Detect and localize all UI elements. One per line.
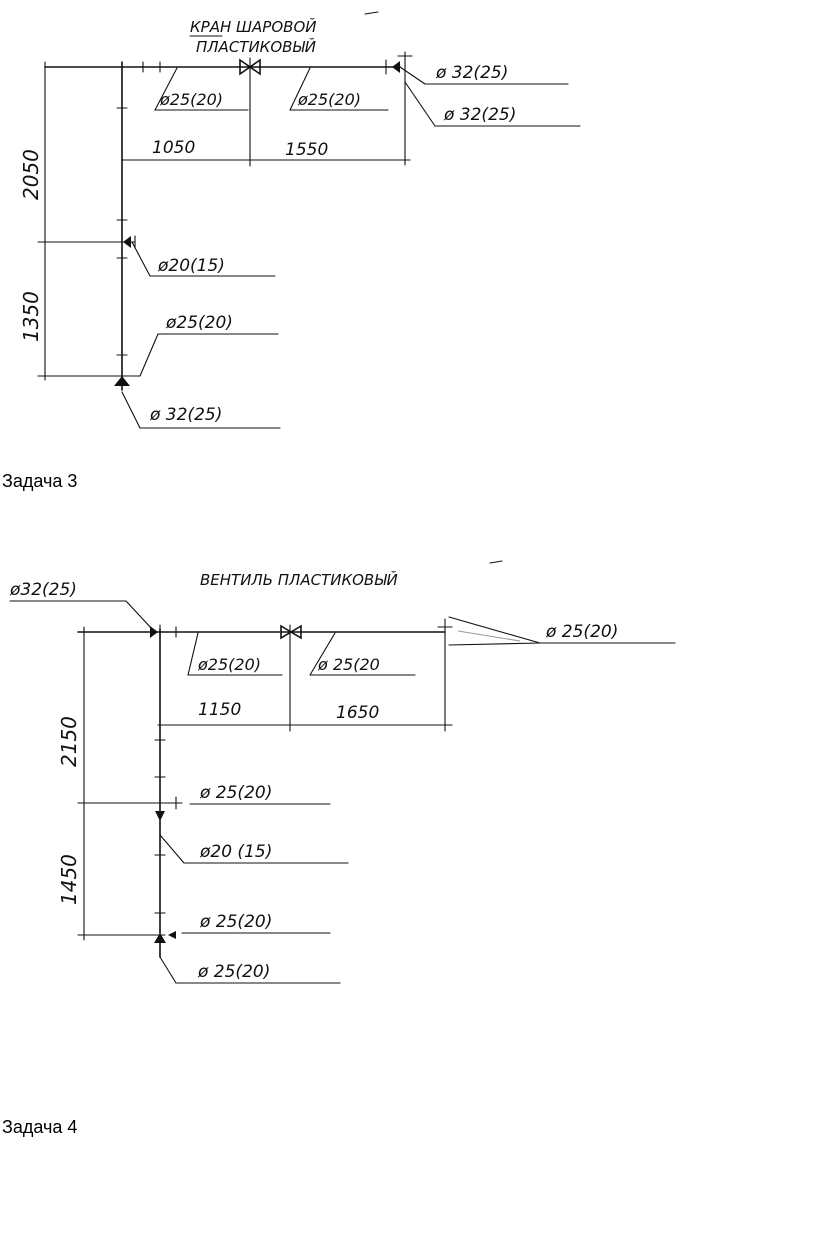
pipe-label-branch-middle: ø20(15): [157, 256, 225, 276]
leader-line: [131, 241, 151, 277]
valve-title-mark: [489, 560, 503, 564]
valve-symbol: [280, 624, 302, 640]
outlet-tap-icon: [392, 61, 400, 73]
down-tap-icon: [155, 811, 165, 821]
valve-title-line2: ПЛАСТИКОВЫЙ: [196, 37, 316, 56]
dim-vertical-lower: 1450: [57, 854, 81, 905]
pipe-scheme-task-3: КРАН ШАРОВОЙ ПЛАСТИКОВЫЙ ø25(20) ø25(20)…: [19, 11, 581, 429]
dim-horizontal-right: 1650: [336, 703, 379, 723]
leader-line: [187, 632, 199, 676]
bottom-branch-tap-icon: [154, 931, 176, 943]
valve-title-line1: КРАН ШАРОВОЙ: [190, 17, 316, 36]
pipe-scheme-task-4: ВЕНТИЛЬ ПЛАСТИКОВЫЙ ø32(25) ø 25(20) ø25…: [9, 560, 676, 984]
pipe-label-outlet-upper: ø 32(25): [435, 63, 508, 83]
pipe-label-bottom: ø 25(20): [197, 962, 270, 982]
leader-line: [139, 333, 159, 377]
dim-vertical-lower: 1350: [19, 291, 43, 342]
leader-line: [154, 67, 178, 111]
branch-tap-icon: [123, 235, 136, 249]
leader-line: [121, 391, 141, 429]
pipe-label-bottom: ø 32(25): [149, 405, 222, 425]
pipe-label-riser-lower: ø25(20): [165, 313, 233, 333]
pipe-label-outlet-right: ø 25(20): [545, 622, 618, 642]
pipe-label-horiz-right: ø 25(20: [317, 655, 380, 674]
pipe-label-outlet-lower: ø 32(25): [443, 105, 516, 125]
pipe-label-horiz-left: ø25(20): [159, 90, 223, 109]
pipe-label-horiz-right: ø25(20): [297, 90, 361, 109]
valve-title: ВЕНТИЛЬ ПЛАСТИКОВЫЙ: [200, 570, 398, 589]
dim-vertical-upper: 2150: [57, 716, 81, 767]
pipe-label-branch-middle: ø 25(20): [199, 783, 272, 803]
leader-line: [125, 600, 153, 630]
leader-line: [289, 67, 311, 111]
dim-horizontal-left: 1150: [198, 700, 241, 720]
bottom-tap-icon: [114, 376, 130, 386]
pipe-label-branch-bottom: ø 25(20): [199, 912, 272, 932]
valve-title-mark: [364, 11, 379, 15]
leader-line: [159, 834, 185, 864]
ball-valve-symbol: [239, 58, 261, 76]
dim-vertical-upper: 2050: [19, 149, 43, 200]
task-3-caption: Задача 3: [2, 471, 78, 491]
task-4-caption: Задача 4: [2, 1117, 78, 1137]
dim-horizontal-right: 1550: [285, 140, 328, 160]
leader-line: [309, 632, 336, 676]
dim-horizontal-left: 1050: [152, 138, 195, 158]
pipe-label-inlet: ø32(25): [9, 580, 77, 600]
leader-line: [159, 956, 177, 984]
leader-line: [399, 66, 426, 85]
leader-line: [404, 81, 436, 127]
pipe-label-riser-lower: ø20 (15): [199, 842, 272, 862]
outlet-cone-icon: [448, 616, 541, 646]
pipe-label-horiz-left: ø25(20): [197, 655, 261, 674]
